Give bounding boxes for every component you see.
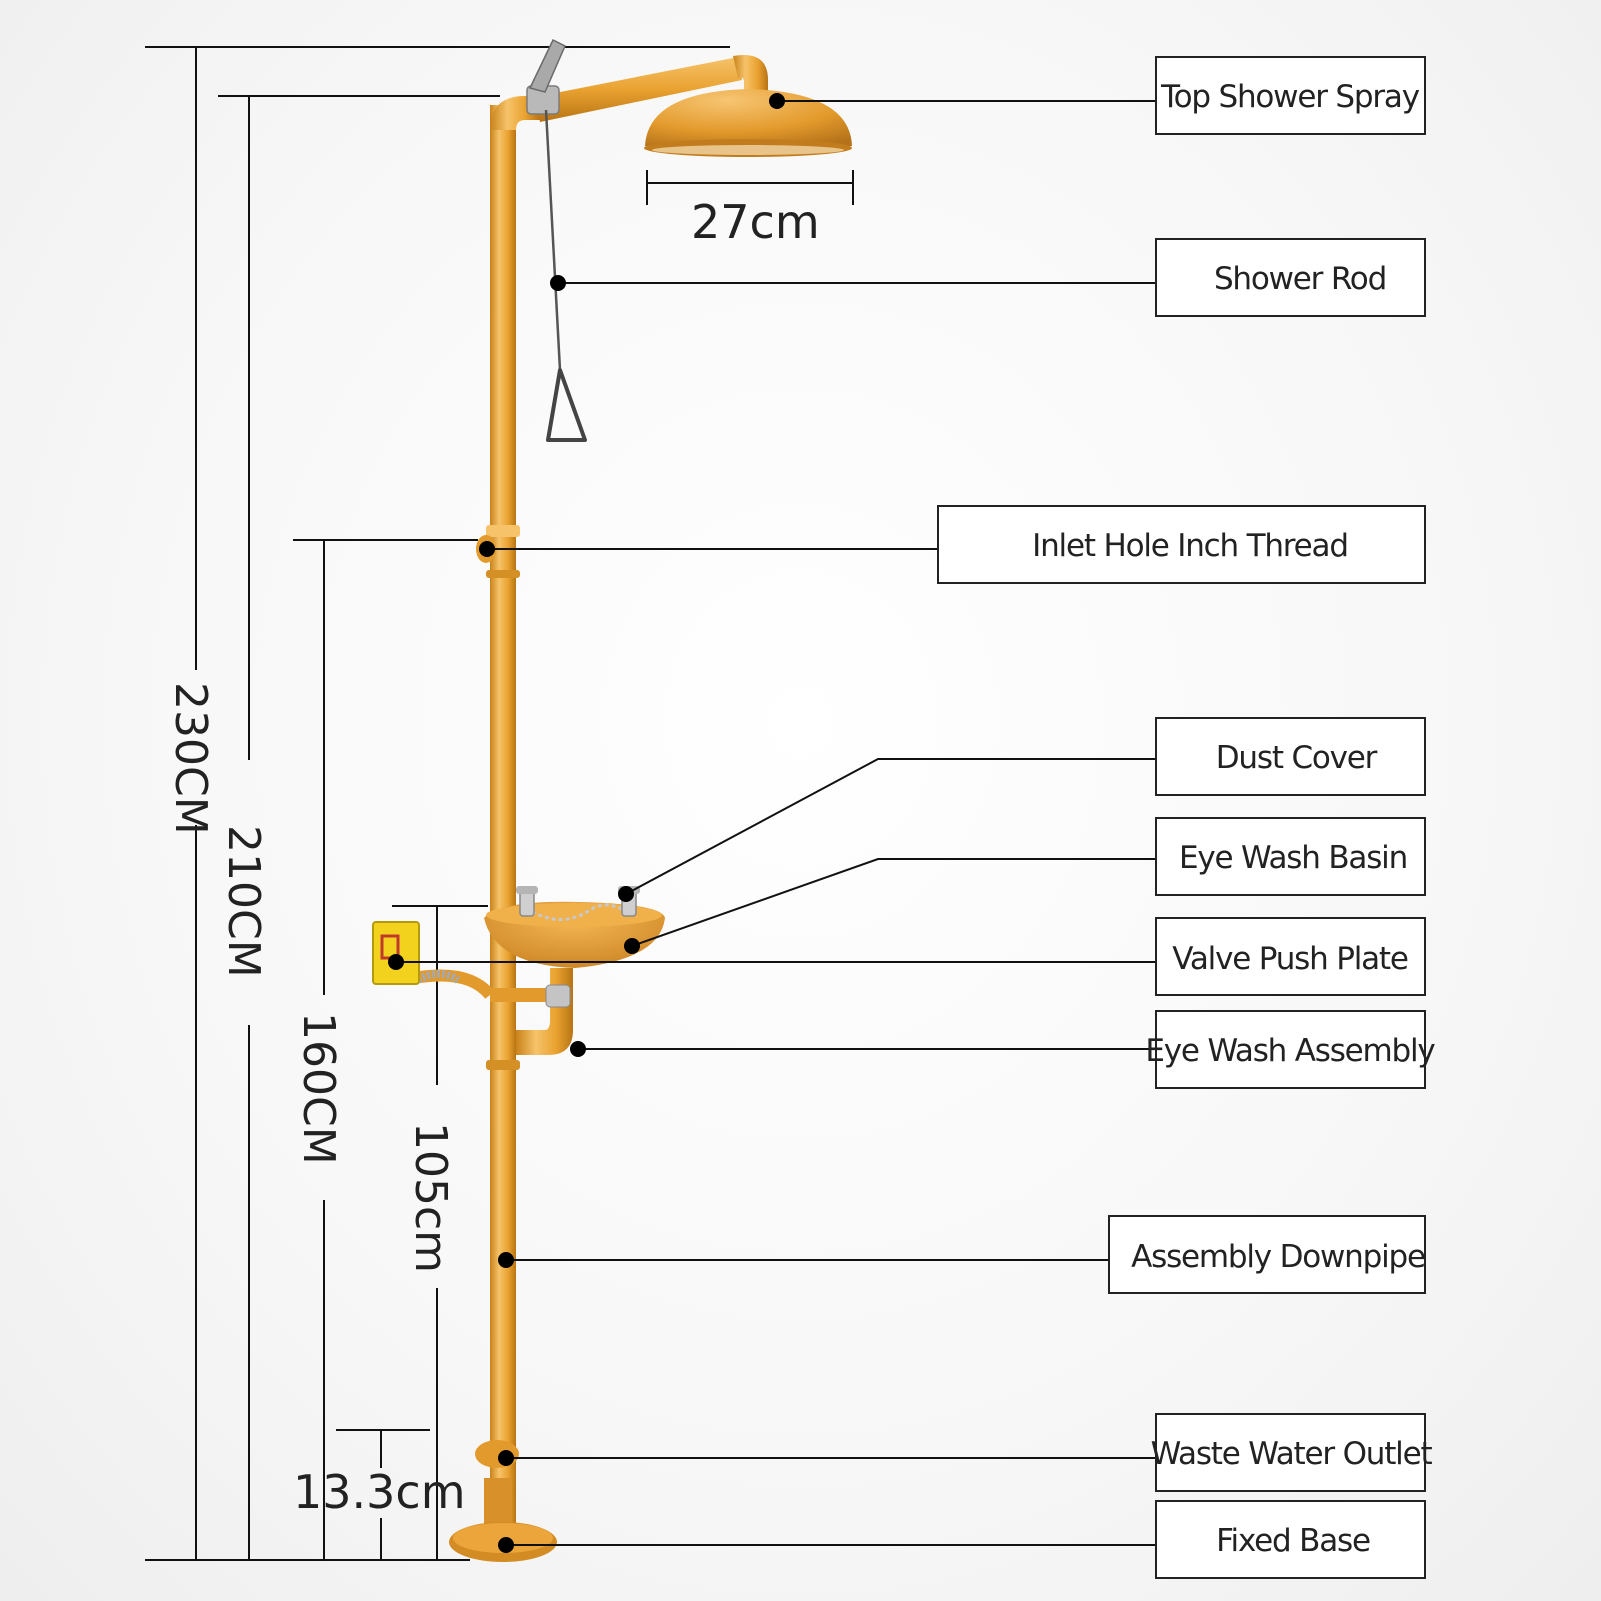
label-dust-cover: Dust Cover bbox=[1216, 740, 1378, 776]
dimension-lines bbox=[145, 46, 854, 1561]
shower-apparatus bbox=[372, 38, 852, 1562]
leader-lines bbox=[396, 100, 1156, 1546]
label-fixed-base: Fixed Base bbox=[1216, 1523, 1370, 1559]
label-shower-rod: Shower Rod bbox=[1214, 261, 1386, 297]
label-waste-water-outlet: Waste Water Outlet bbox=[1151, 1436, 1433, 1472]
label-assembly-downpipe: Assembly Downpipe bbox=[1131, 1239, 1425, 1275]
eye-wash-basin-icon bbox=[484, 886, 665, 968]
shower-rod-icon bbox=[544, 109, 562, 371]
label-box-valve-push-plate: Valve Push Plate bbox=[1155, 917, 1426, 996]
label-box-assembly-downpipe: Assembly Downpipe bbox=[1108, 1215, 1426, 1294]
label-box-eye-wash-assembly: Eye Wash Assembly bbox=[1145, 1010, 1437, 1089]
label-box-waste-water-outlet: Waste Water Outlet bbox=[1151, 1413, 1434, 1492]
label-top-shower-spray: Top Shower Spray bbox=[1160, 79, 1420, 115]
leader-dots bbox=[388, 93, 785, 1553]
dim-outlet-height: 13.3cm bbox=[293, 1465, 466, 1519]
valve-push-plate-icon bbox=[372, 921, 420, 985]
label-box-dust-cover: Dust Cover bbox=[1155, 717, 1426, 796]
label-box-top-shower-spray: Top Shower Spray bbox=[1155, 56, 1426, 135]
dim-total-height: 230CM bbox=[165, 682, 216, 835]
label-box-fixed-base: Fixed Base bbox=[1155, 1500, 1426, 1579]
label-inlet-hole: Inlet Hole Inch Thread bbox=[1032, 528, 1348, 564]
dim-inlet-height: 160CM bbox=[293, 1012, 344, 1165]
shower-head-icon bbox=[645, 89, 852, 146]
label-valve-push-plate: Valve Push Plate bbox=[1172, 941, 1408, 977]
dim-spray-diameter: 27cm bbox=[691, 195, 820, 249]
label-box-shower-rod: Shower Rod bbox=[1155, 238, 1426, 317]
dim-shower-height: 210CM bbox=[218, 825, 269, 978]
label-box-inlet-hole: Inlet Hole Inch Thread bbox=[937, 505, 1426, 584]
label-eye-wash-assembly: Eye Wash Assembly bbox=[1145, 1033, 1435, 1069]
label-eye-wash-basin: Eye Wash Basin bbox=[1179, 840, 1407, 876]
dim-basin-height: 105cm bbox=[405, 1122, 456, 1273]
label-box-eye-wash-basin: Eye Wash Basin bbox=[1155, 817, 1426, 896]
main-pipe bbox=[490, 105, 516, 1530]
